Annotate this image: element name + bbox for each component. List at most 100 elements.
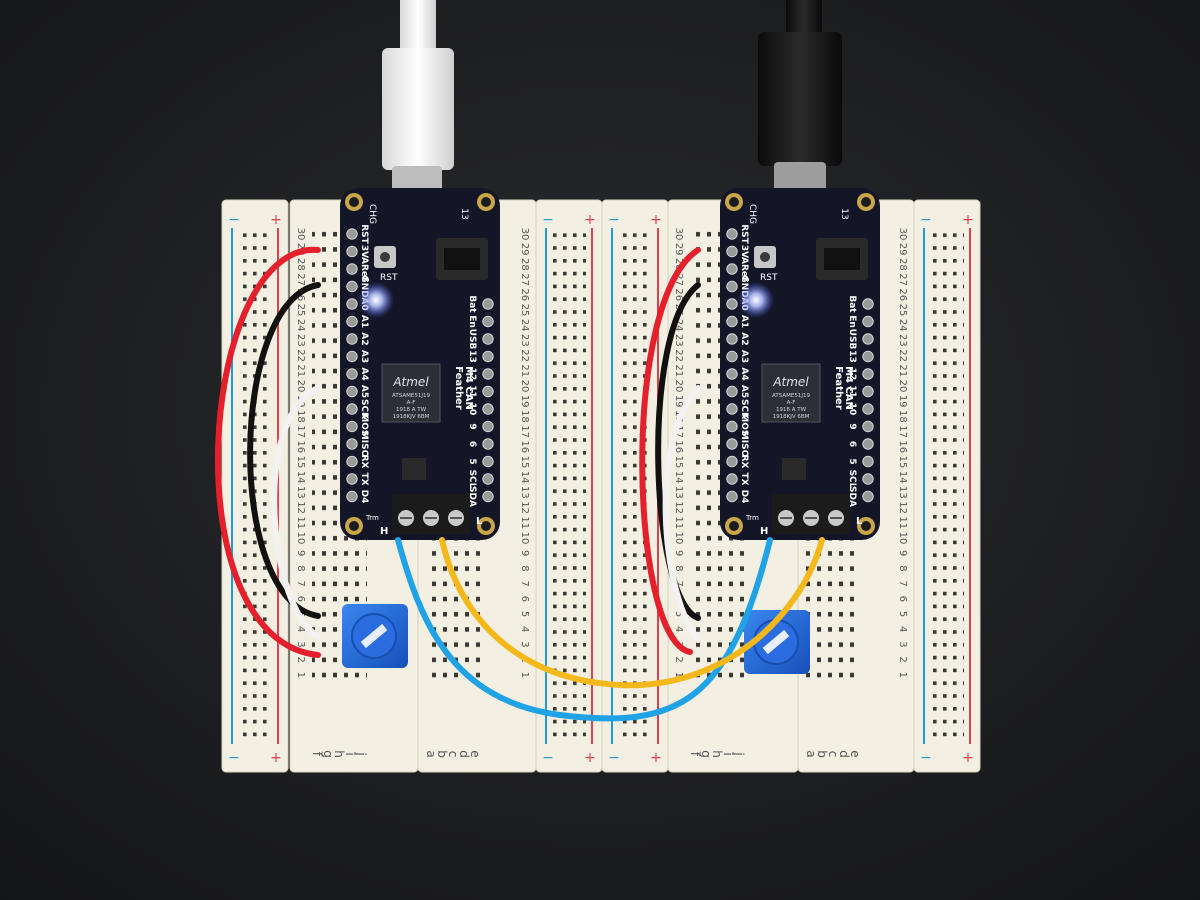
row-number: 26	[519, 288, 530, 301]
column-letter: h	[332, 750, 346, 758]
header-pin	[862, 350, 874, 363]
row-number: 2	[897, 656, 908, 662]
row-number: 14	[897, 471, 908, 484]
pin-label: 9	[467, 423, 477, 429]
led13-label: 13	[459, 208, 469, 219]
pin-label: SCK	[359, 399, 369, 420]
pin-label: MOSI	[359, 413, 369, 439]
pin-label: A1	[359, 315, 369, 328]
column-letter: d	[457, 750, 471, 758]
rail-minus-label: −	[542, 750, 554, 766]
row-number: 13	[673, 486, 684, 499]
microcontroller-chip	[381, 363, 441, 423]
header-pin	[482, 368, 494, 380]
pin-label: 13	[467, 350, 477, 363]
pin-label: En	[467, 315, 477, 328]
row-number: 10	[519, 532, 530, 545]
row-number: 11	[519, 516, 530, 529]
power-rail-4: +−+−	[913, 199, 981, 773]
row-number: 15	[519, 456, 530, 469]
row-number: 11	[673, 516, 684, 529]
row-number: 30	[519, 228, 530, 241]
pin-label: A4	[359, 367, 369, 380]
terminal-label-l: L	[476, 516, 483, 527]
row-number: 8	[295, 565, 306, 571]
header-pin	[346, 263, 358, 275]
pin-label: MISO	[359, 431, 369, 458]
header-pin	[862, 403, 874, 415]
can-bus-wires	[395, 537, 825, 722]
pin-label: 10	[467, 403, 477, 416]
pin-label: SCL	[847, 470, 857, 489]
power-rail-2: +−+−	[535, 199, 603, 773]
row-number: 15	[295, 456, 306, 469]
header-pin	[482, 490, 494, 503]
pin-label: SDA	[467, 486, 477, 507]
row-number: 21	[673, 364, 684, 377]
row-number: 10	[295, 532, 306, 545]
row-number: 7	[519, 580, 530, 586]
row-number: 25	[897, 304, 908, 317]
row-number: 5	[519, 611, 530, 617]
row-number: 5	[897, 611, 908, 617]
header-pin	[482, 298, 494, 310]
column-letter: j	[732, 751, 746, 755]
row-number: 16	[519, 440, 530, 453]
row-number: 6	[295, 596, 306, 602]
header-pin	[862, 298, 874, 310]
row-number: 25	[295, 304, 306, 317]
header-pin	[726, 228, 738, 240]
row-number: 20	[295, 380, 306, 393]
column-letter: a	[804, 750, 818, 757]
rail-plus-label: +	[962, 212, 974, 228]
row-number: 19	[519, 395, 530, 408]
rail-minus-label: −	[228, 212, 240, 228]
pin-label: ARef	[359, 257, 369, 281]
header-pin	[346, 368, 358, 380]
terminal-label-trm: Trm	[745, 514, 759, 522]
header-pin	[726, 263, 738, 275]
rail-plus-label: +	[650, 212, 662, 228]
row-number: 7	[295, 580, 306, 586]
pin-label: A2	[739, 332, 749, 345]
feather-board-right: RST3VARefGNDA0A1A2A3A4A5SCKMOSIMISORXTXD…	[720, 188, 880, 540]
row-number: 20	[673, 380, 684, 393]
pin-label: GND	[739, 275, 749, 297]
row-number: 16	[673, 440, 684, 453]
pin-label: 6	[847, 441, 857, 447]
pin-label: USB	[467, 329, 477, 350]
rail-plus-label: +	[270, 750, 282, 766]
pin-label: 11	[847, 385, 857, 398]
chip-marking: 1918KJV 6BM	[773, 414, 810, 420]
board-name: Feather	[833, 366, 844, 410]
header-pin	[862, 333, 874, 345]
header-pin	[346, 490, 358, 503]
row-number: 1	[673, 672, 684, 678]
header-pin	[482, 455, 494, 468]
header-pin	[482, 438, 494, 450]
red-wire-left	[214, 246, 321, 658]
column-letter: f	[688, 752, 702, 757]
rail-minus-label: −	[228, 750, 240, 766]
pin-label: TX	[359, 472, 369, 485]
row-number: 7	[897, 580, 908, 586]
row-number: 29	[897, 243, 908, 256]
row-number: 9	[519, 550, 530, 556]
rst-label: RST	[380, 273, 398, 283]
potentiometer-left	[342, 604, 408, 668]
pin-label: SCK	[739, 399, 749, 420]
column-letter: d	[837, 750, 851, 758]
column-letter: j	[354, 751, 368, 755]
pin-label: A1	[739, 315, 749, 328]
pin-label: Bat	[467, 295, 477, 313]
header-pin	[862, 315, 874, 328]
rail-minus-label: −	[920, 212, 932, 228]
pin-label: RX	[359, 455, 369, 469]
yellow-can-wire	[439, 537, 825, 689]
row-number: 26	[897, 288, 908, 301]
row-number: 1	[897, 672, 908, 678]
pin-label: ARef	[739, 257, 749, 281]
row-number: 2	[673, 656, 684, 662]
header-pin	[346, 350, 358, 363]
